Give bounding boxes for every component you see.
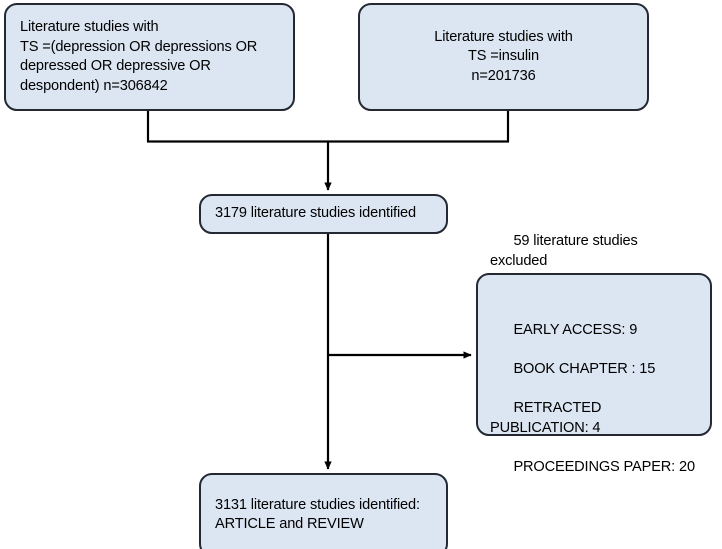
node-studies-final[interactable]: 3131 literature studies identified: ARTI… — [199, 473, 448, 549]
excluded-reason-book-chapter: BOOK CHAPTER : 15 — [513, 361, 656, 377]
excluded-spacer — [490, 291, 698, 302]
node-studies-excluded[interactable]: 59 literature studies excluded EARLY ACC… — [476, 233, 712, 475]
excluded-reason-proceedings-paper: PROCEEDINGS PAPER: 20 — [513, 458, 695, 475]
excluded-heading: 59 literature studies excluded — [490, 233, 642, 269]
excluded-reason-retracted-publication: RETRACTED PUBLICATION: 4 — [490, 400, 606, 436]
excluded-reason-early-access: EARLY ACCESS: 9 — [513, 322, 638, 338]
node-studies-excluded-body: 59 literature studies excluded EARLY ACC… — [478, 213, 710, 497]
node-search-insulin[interactable]: Literature studies with TS =insulin n=20… — [358, 3, 649, 111]
node-search-depression[interactable]: Literature studies with TS =(depression … — [4, 3, 295, 111]
node-search-depression-text: Literature studies with TS =(depression … — [20, 19, 258, 94]
node-studies-identified[interactable]: 3179 literature studies identified — [199, 194, 448, 234]
node-studies-final-text: 3131 literature studies identified: ARTI… — [215, 496, 420, 533]
node-search-insulin-text: Literature studies with TS =insulin n=20… — [434, 28, 573, 84]
node-studies-identified-text: 3179 literature studies identified — [215, 205, 416, 222]
